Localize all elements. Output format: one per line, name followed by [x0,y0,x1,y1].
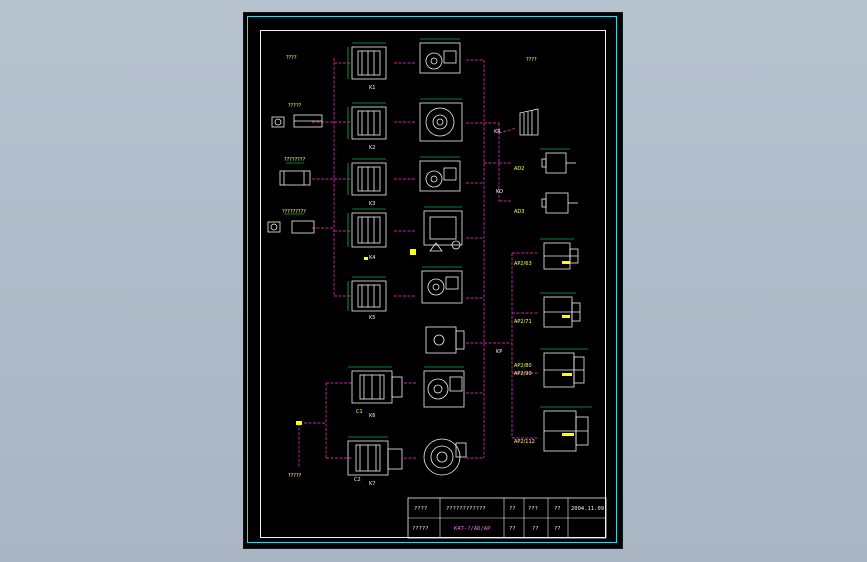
label-k4: K4 [369,255,375,261]
label-k2: K2 [369,145,375,151]
yellow-markers [296,249,574,436]
label-k1: K1 [369,85,375,91]
tb-r1c6: 2004.11.09 [571,506,604,512]
ap2-80-adapter [543,352,585,388]
label-a1-sub: ????? [288,103,302,109]
label-k7: K7 [369,481,375,487]
gear-unit-a4 [351,212,387,248]
gear-housing-b7 [423,370,465,408]
label-group-bottom: ????? [288,473,302,479]
label-ad2: AD2 [514,166,524,172]
gear-housing-b4 [423,210,463,252]
gear-housing-b1 [419,42,461,74]
tb-r1c3: ?? [509,506,516,512]
gear-housing-b3 [419,160,461,192]
gear-motor-c1 [351,370,403,404]
tb-r1c4: ??? [528,506,538,512]
gear-housing-b8 [423,438,467,476]
ad3-cover [541,192,578,214]
torque-arm [519,108,539,136]
gearbox-drawings [267,42,589,476]
gear-unit-a5 [351,280,387,312]
label-k3: K3 [369,201,375,207]
label-c1: C1 [356,409,363,415]
label-kp: KP [496,349,502,355]
cyan-outer-frame [247,16,617,543]
label-group-top: ???? [286,55,297,61]
label-a2-sub: ???????? [284,157,306,163]
label-ad3: AD3 [514,209,524,215]
motor-small-1 [271,114,323,128]
title-block: ???? ???????????? ?? ??? ?? 2004.11.09 ?… [407,497,607,539]
tb-r1c2: ???????????? [446,506,486,512]
connector-lines [298,58,539,468]
label-ap2-90: AP2/90 [514,371,532,377]
tb-r2c3: ?? [509,526,516,532]
cad-drawing: ???? ???? ????? ???????? ????????? ?????… [267,38,607,539]
tb-r2c2: K47-?/AD/AP [454,526,491,532]
dimension-accents [284,38,592,438]
gear-unit-a1 [351,46,387,80]
tb-r2c5: ?? [554,526,561,532]
label-k5: K5 [369,315,375,321]
label-ap2-63: AP2/63 [514,261,532,267]
label-a3-sub: ????????? [282,209,306,215]
label-ap2-80: AP2/80 [514,363,532,369]
motor-small-2 [279,170,311,186]
label-kr: KR [494,129,501,135]
gear-housing-b5 [421,270,463,304]
tb-r1c1: ???? [414,506,427,512]
gear-unit-a2 [351,106,387,140]
label-c2: C2 [354,477,361,483]
gear-housing-b2 [419,102,463,142]
label-ap2-71: AP2/71 [514,319,532,325]
drawing-sheet: ???? ???? ????? ???????? ????????? ?????… [244,13,622,548]
motor-small-3 [267,220,315,234]
tb-r2c4: ?? [532,526,539,532]
label-ko: KO [496,189,503,195]
label-motor-group: ???? [526,57,537,63]
gear-housing-b6 [425,326,465,354]
ap2-63-adapter [543,242,579,270]
label-ap2-112: AP2/112 [514,439,535,445]
tb-r1c5: ?? [554,506,561,512]
ap2-112-adapter [543,410,589,452]
tb-r2c1: ????? [412,526,429,532]
drawing-border [260,30,606,538]
label-k6: K6 [369,413,375,419]
gear-motor-c2 [347,440,403,476]
ap2-71-adapter [543,296,581,328]
gear-unit-a3 [351,162,387,196]
ad2-cover [541,152,576,174]
